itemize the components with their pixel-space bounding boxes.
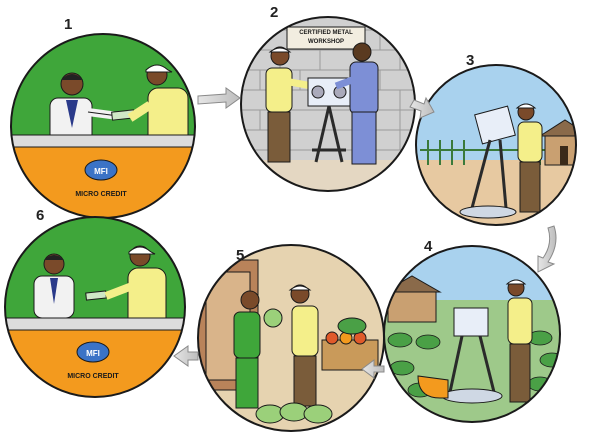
arrow-1-to-2 — [198, 88, 240, 108]
scene-6-repay: MFI MICRO CREDIT — [0, 210, 190, 410]
step-number-1: 1 — [64, 16, 72, 33]
workshop-sign-label: CERTIFIED METAL WORKSHOP — [287, 27, 365, 47]
scene-2-workshop: CERTIFIED METAL WORKSHOP — [230, 10, 430, 210]
step-number-6: 6 — [36, 207, 44, 224]
mfi-logo-label: MFI — [86, 349, 100, 358]
step-number-2: 2 — [270, 4, 278, 21]
micro-credit-label: MICRO CREDIT — [67, 373, 119, 380]
scene-3-install — [410, 60, 590, 240]
arrow-3-to-4 — [538, 226, 556, 272]
arrow-5-to-6 — [174, 346, 198, 366]
money-icon — [86, 291, 107, 300]
scene-1-microcredit: MFI MICRO CREDIT — [0, 20, 210, 240]
micro-credit-label: MICRO CREDIT — [75, 191, 127, 198]
step-number-3: 3 — [466, 52, 474, 69]
mfi-logo: MFI — [85, 160, 117, 180]
step-number-4: 4 — [424, 238, 432, 255]
cabbage-icon — [264, 309, 282, 327]
mfi-logo-label: MFI — [94, 167, 108, 176]
mfi-logo: MFI — [77, 342, 109, 362]
step-number-5: 5 — [236, 247, 244, 264]
scene-5-sell — [190, 240, 390, 434]
